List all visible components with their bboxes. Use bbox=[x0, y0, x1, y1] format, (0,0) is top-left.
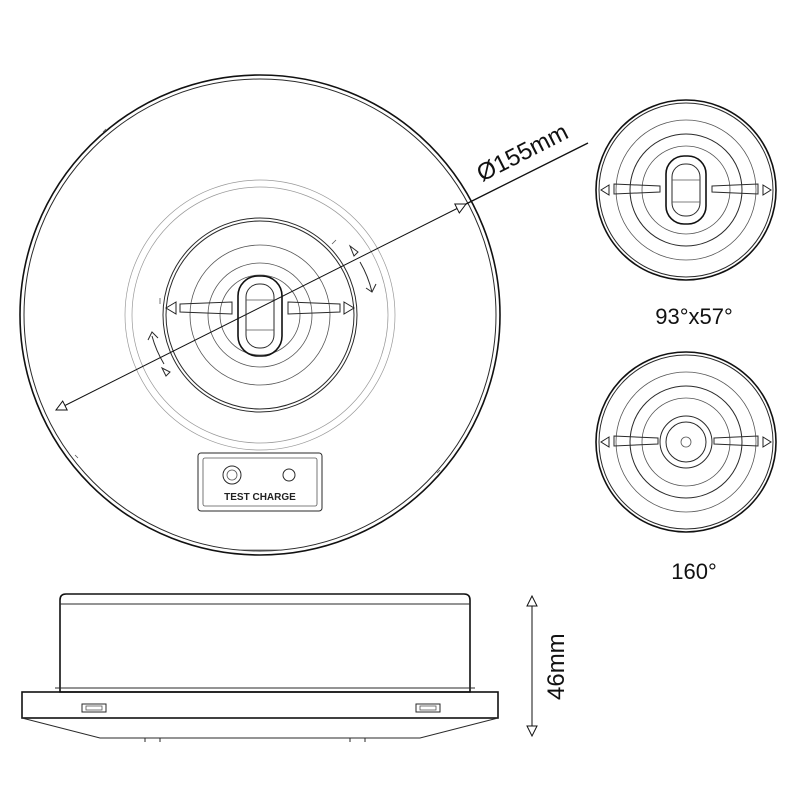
panel-label: TEST CHARGE bbox=[224, 492, 296, 503]
variant-oval-lens-view bbox=[595, 99, 777, 281]
charge-indicator bbox=[282, 468, 296, 482]
variant-label-93x57: 93°x57° bbox=[655, 304, 733, 329]
diameter-label: Ø155mm bbox=[472, 118, 572, 187]
variant-label-160: 160° bbox=[671, 559, 717, 584]
rim-marks bbox=[74, 128, 441, 551]
top-view: Ø155mm TEST CHARGE bbox=[19, 74, 589, 556]
test-button bbox=[222, 465, 242, 485]
diameter-dimension: Ø155mm bbox=[56, 118, 589, 410]
height-label: 46mm bbox=[543, 633, 570, 700]
height-dimension: 46mm bbox=[532, 596, 570, 736]
variant-round-lens-view bbox=[595, 351, 777, 533]
test-charge-panel: TEST CHARGE bbox=[197, 452, 323, 512]
lens-slot bbox=[237, 275, 283, 357]
side-view: 46mm bbox=[21, 593, 570, 742]
